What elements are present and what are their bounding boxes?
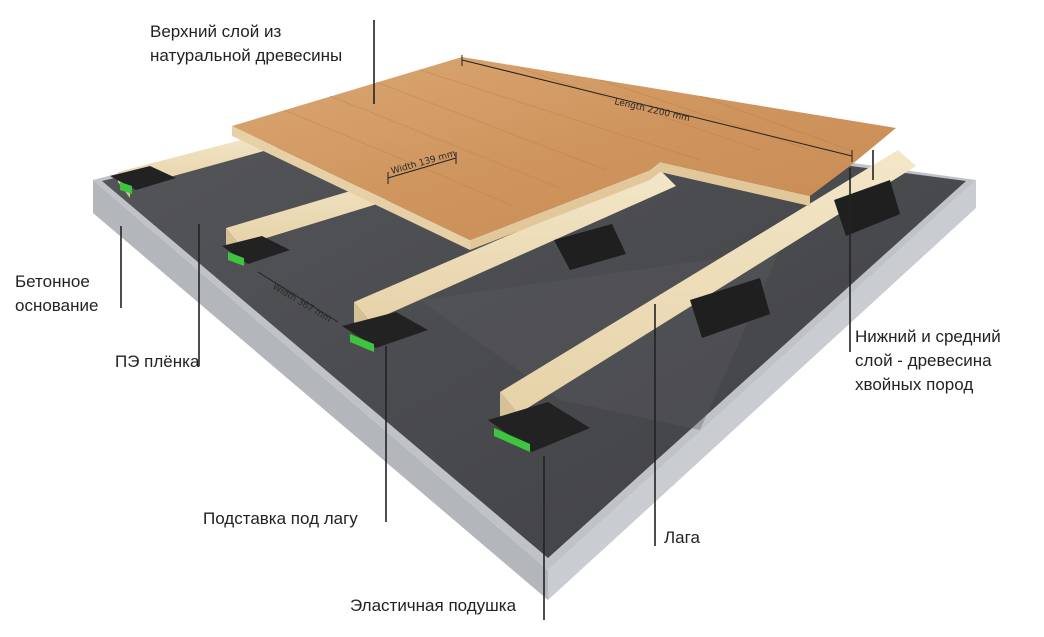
label-lower-middle-layer: Нижний и средний слой - древесина хвойны… bbox=[855, 327, 1001, 394]
label-concrete-base: Бетонное основание bbox=[15, 272, 99, 315]
leader-lines bbox=[120, 20, 874, 620]
support-2 bbox=[222, 236, 290, 266]
label-top-layer: Верхний слой из натуральной древесины bbox=[150, 22, 343, 65]
support-3 bbox=[342, 312, 428, 352]
board-edge-front bbox=[470, 162, 810, 250]
board-edge bbox=[232, 126, 470, 250]
board-top bbox=[232, 57, 896, 240]
label-joist: Лага bbox=[664, 528, 700, 547]
support-6 bbox=[690, 278, 770, 338]
support-5 bbox=[554, 224, 626, 270]
label-joist-support: Подставка под лагу bbox=[203, 509, 358, 528]
support-1 bbox=[110, 166, 176, 194]
support-4 bbox=[488, 402, 590, 452]
concrete-left-side bbox=[93, 180, 548, 600]
supports bbox=[110, 166, 900, 452]
parquet-board bbox=[232, 57, 896, 250]
label-elastic-pad: Эластичная подушка bbox=[350, 596, 517, 615]
label-pe-film: ПЭ плёнка bbox=[115, 352, 200, 371]
